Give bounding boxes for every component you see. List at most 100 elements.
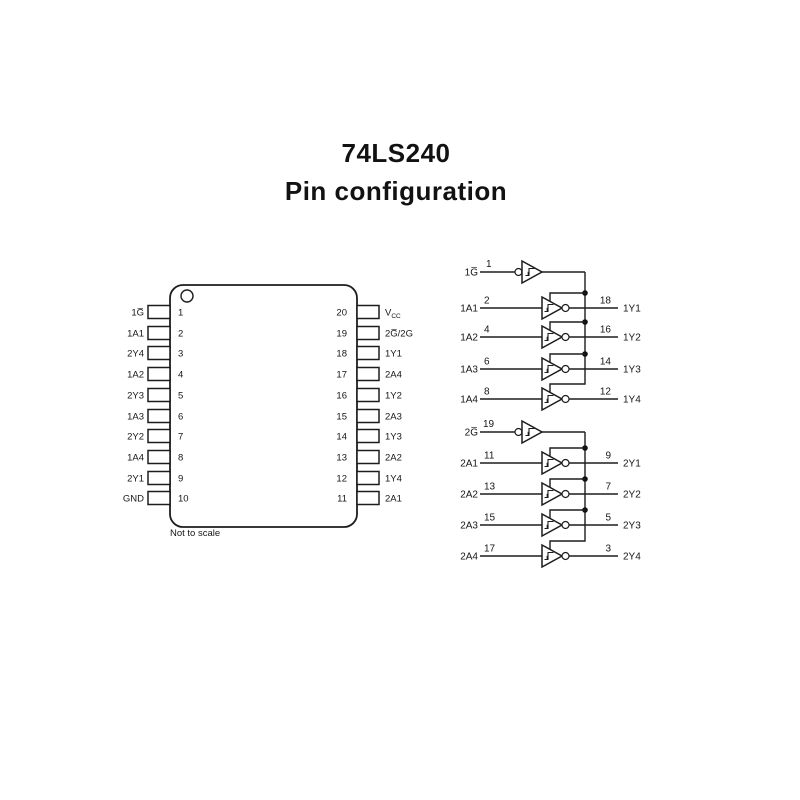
pin-label: 2A4: [385, 370, 402, 381]
pin-number: 14: [336, 432, 347, 443]
pin-12: [356, 470, 380, 486]
pin-1: [147, 304, 171, 320]
gate-output-label: 2Y2: [623, 490, 641, 501]
pin-number: 3: [178, 349, 183, 360]
pin-label: 1A1: [127, 329, 144, 340]
enable-pin-number: 1: [486, 259, 492, 270]
gate-input-label: 1A1: [460, 304, 478, 315]
hysteresis-icon: [544, 520, 554, 530]
gate-input-label: 2A1: [460, 459, 478, 470]
gate-output-pin: 14: [600, 357, 612, 368]
pin-number: 8: [178, 453, 183, 464]
invert-bubble-icon: [561, 394, 570, 404]
gate-output-label: 1Y4: [623, 395, 641, 406]
inverter-gate-icon: [541, 481, 564, 507]
gate-input-label: 2A4: [460, 552, 478, 563]
pin-6: [147, 408, 171, 424]
enable-stub: [549, 292, 585, 302]
gate-output-pin: 3: [605, 544, 611, 555]
ic-package-diagram: 1G̅ 1A1 2Y4 1A2 2Y3 1A3 2Y2 1A4 2Y1 GND …: [123, 284, 413, 539]
pin-label: 2A3: [385, 412, 402, 423]
pin-2: [147, 325, 171, 341]
vcc-subscript: CC: [391, 313, 401, 320]
invert-bubble-icon: [561, 332, 570, 342]
gate-input-label: 1A2: [460, 333, 478, 344]
pin-15: [356, 408, 380, 424]
enable-stub: [549, 509, 585, 519]
enable-label: 1G̅: [465, 267, 479, 279]
pin-label: 2A1: [385, 494, 402, 505]
hysteresis-icon: [544, 551, 554, 561]
scale-note: Not to scale: [170, 528, 220, 539]
vcc-main: V: [385, 308, 392, 319]
pin-label: 1Y3: [385, 432, 402, 443]
gate-output-pin: 7: [605, 482, 611, 493]
logic-gate-diagram: 1G̅ 1 1A1 2 18 1Y1 1A2 4 16 1Y2: [460, 259, 641, 569]
pin-label: 2Y4: [127, 349, 144, 360]
pin-label: 1G̅: [131, 308, 144, 319]
pin-number: 5: [178, 391, 183, 402]
inverter-gate-icon: [541, 324, 564, 350]
gate-input-label: 2A3: [460, 521, 478, 532]
hysteresis-icon: [544, 303, 554, 313]
pin-19: [356, 325, 380, 341]
pin-4: [147, 366, 171, 382]
hysteresis-icon: [525, 267, 535, 277]
gate-input-pin: 11: [484, 451, 495, 462]
enable-rail: [549, 432, 586, 550]
enable-stub: [549, 353, 585, 363]
gate-input-pin: 15: [484, 513, 496, 524]
pin-11: [356, 490, 380, 506]
invert-bubble-icon: [514, 427, 523, 437]
pin-number: 12: [336, 474, 347, 485]
pin-17: [356, 366, 380, 382]
pin-number: 16: [336, 391, 347, 402]
enable-stub: [549, 321, 585, 331]
inverter-gate-icon: [541, 543, 564, 569]
enable-rail: [549, 272, 586, 393]
inverter-gate-icon: [541, 386, 564, 412]
inverter-gate-icon: [541, 450, 564, 476]
pin-number: 10: [178, 494, 189, 505]
pin-8: [147, 449, 171, 465]
invert-bubble-icon: [561, 489, 570, 499]
gate-input-label: 1A4: [460, 395, 478, 406]
enable-stub: [549, 478, 585, 488]
ic-body: [169, 284, 358, 528]
pin-number: 1: [178, 308, 183, 319]
gate-output-pin: 5: [605, 513, 611, 524]
pin-label: 1A3: [127, 412, 144, 423]
pin-label-vcc: VCC: [385, 308, 401, 321]
enable-pin-number: 19: [483, 419, 495, 430]
enable-buffer-icon: [521, 419, 544, 445]
invert-bubble-icon: [561, 551, 570, 561]
pin-5: [147, 387, 171, 403]
pin-number: 4: [178, 370, 183, 381]
hysteresis-icon: [525, 427, 535, 437]
gate-output-pin: 12: [600, 387, 612, 398]
gate-output-label: 1Y1: [623, 304, 641, 315]
pin-13: [356, 449, 380, 465]
pin-label: 2Y3: [127, 391, 144, 402]
page-title: 74LS240 Pin configuration: [0, 134, 792, 210]
gate-input-pin: 4: [484, 325, 490, 336]
pin-label: GND: [123, 494, 144, 505]
title-part-number: 74LS240: [341, 138, 451, 168]
gate-input-pin: 6: [484, 357, 490, 368]
pin-number: 9: [178, 474, 183, 485]
pin-number: 19: [336, 329, 347, 340]
pin-number: 18: [336, 349, 347, 360]
buffer-group-2: 2G̅ 19 2A1 11 9 2Y1 2A2 13 7 2Y2: [460, 419, 641, 569]
gate-input-label: 2A2: [460, 490, 478, 501]
invert-bubble-icon: [561, 303, 570, 313]
invert-bubble-icon: [561, 364, 570, 374]
invert-bubble-icon: [561, 520, 570, 530]
pin-label: 2Y2: [127, 432, 144, 443]
gate-output-label: 2Y1: [623, 459, 641, 470]
gate-output-pin: 16: [600, 325, 612, 336]
inverter-gate-icon: [541, 512, 564, 538]
hysteresis-icon: [544, 364, 554, 374]
pin-7: [147, 428, 171, 444]
pin-label: 1A4: [127, 453, 144, 464]
pin-label: 1Y4: [385, 474, 402, 485]
